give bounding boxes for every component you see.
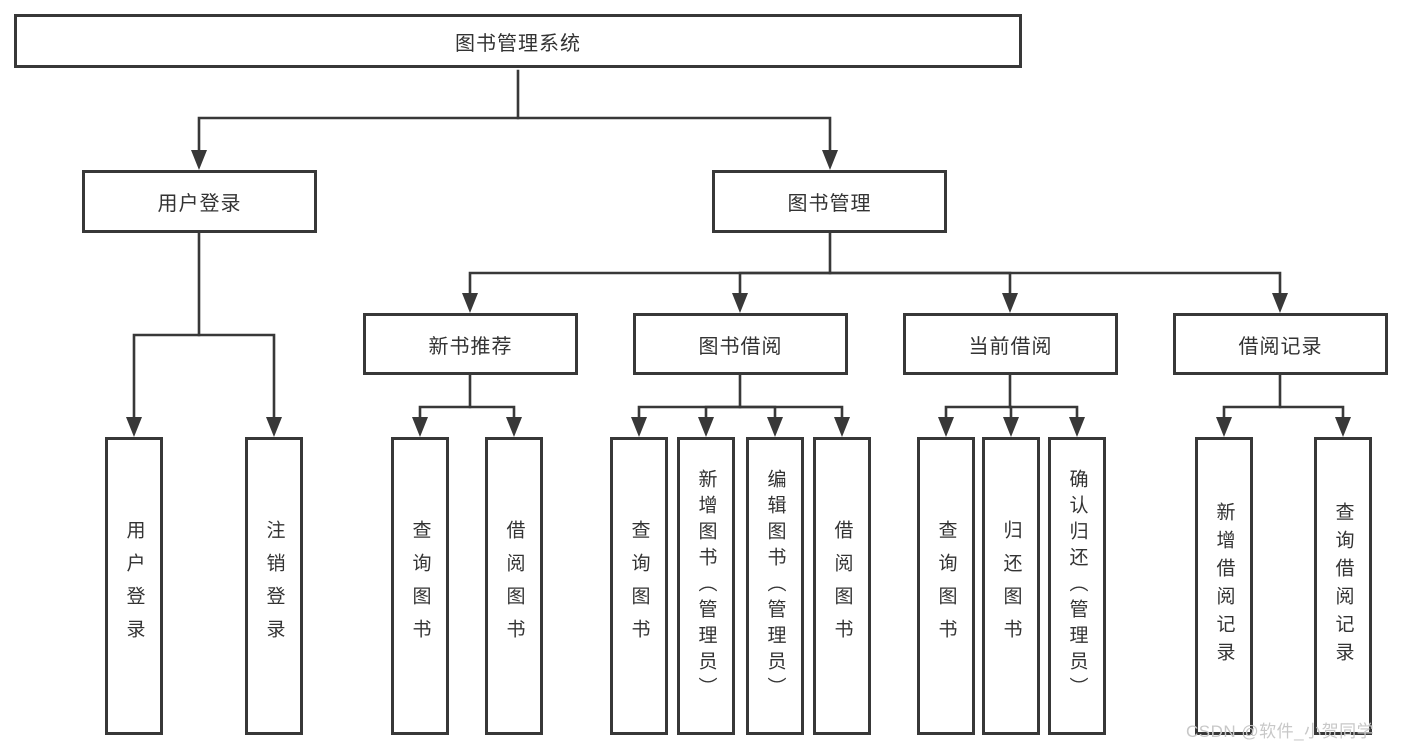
- node-label: 查询图书: [628, 520, 650, 652]
- node-book-management: 图书管理: [712, 170, 947, 233]
- node-label: 借阅记录: [1238, 335, 1323, 358]
- edge-mgmt-to-current-borrow: [828, 271, 1018, 313]
- leaf-borrow-book-2: 借阅图书: [813, 437, 871, 735]
- node-label: 编辑图书（管理员）: [764, 469, 786, 703]
- node-label: 新增图书（管理员）: [695, 469, 717, 703]
- edge-userlogin-to-logout: [197, 333, 282, 437]
- node-label: 借阅图书: [831, 520, 853, 652]
- leaf-user-login: 用户登录: [105, 437, 163, 735]
- node-label: 确认归还（管理员）: [1066, 469, 1088, 703]
- node-label: 注销登录: [263, 520, 285, 652]
- leaf-query-book-3: 查询图书: [917, 437, 975, 735]
- node-new-book-recommend: 新书推荐: [363, 313, 578, 375]
- edge-root-to-user-login: [191, 69, 520, 170]
- leaf-confirm-return-admin: 确认归还（管理员）: [1048, 437, 1106, 735]
- edge-borrow-to-edit: [738, 405, 783, 437]
- edge-newbook-to-query: [412, 374, 472, 437]
- leaf-query-borrow-record: 查询借阅记录: [1314, 437, 1372, 735]
- node-label: 用户登录: [123, 520, 145, 652]
- edge-borrow-to-query: [631, 374, 742, 437]
- node-label: 查询借阅记录: [1332, 502, 1354, 670]
- node-current-borrowing: 当前借阅: [903, 313, 1118, 375]
- edge-records-to-query: [1278, 405, 1351, 437]
- edge-root-to-book-management: [516, 116, 838, 170]
- leaf-add-borrow-record: 新增借阅记录: [1195, 437, 1253, 735]
- node-label: 新增借阅记录: [1213, 502, 1235, 670]
- node-library-management-system: 图书管理系统: [14, 14, 1022, 68]
- edge-records-to-add: [1216, 374, 1282, 437]
- leaf-return-book: 归还图书: [982, 437, 1040, 735]
- edge-borrow-to-borrowbook: [738, 405, 850, 437]
- node-label: 图书借阅: [698, 335, 783, 358]
- leaf-add-book-admin: 新增图书（管理员）: [677, 437, 735, 735]
- node-label: 当前借阅: [968, 335, 1053, 358]
- node-label: 归还图书: [1000, 520, 1022, 652]
- node-label: 图书管理系统: [455, 32, 581, 55]
- leaf-query-book-1: 查询图书: [391, 437, 449, 735]
- edge-mgmt-to-book-borrow: [732, 271, 832, 313]
- node-label: 查询图书: [409, 520, 431, 652]
- edge-borrow-to-add: [698, 405, 742, 437]
- node-label: 用户登录: [157, 193, 242, 215]
- edge-current-to-query: [938, 374, 1012, 437]
- node-label: 图书管理: [787, 193, 872, 215]
- node-label: 新书推荐: [428, 335, 513, 358]
- edge-current-to-return: [1003, 405, 1019, 437]
- node-user-login: 用户登录: [82, 170, 317, 233]
- edge-mgmt-to-new-book: [462, 231, 832, 313]
- node-borrowing-records: 借阅记录: [1173, 313, 1388, 375]
- node-label: 借阅图书: [503, 520, 525, 652]
- leaf-query-book-2: 查询图书: [610, 437, 668, 735]
- edge-current-to-confirm: [1008, 405, 1085, 437]
- edge-userlogin-to-login: [126, 231, 201, 437]
- leaf-borrow-book-1: 借阅图书: [485, 437, 543, 735]
- leaf-logout: 注销登录: [245, 437, 303, 735]
- csdn-watermark: CSDN @软件_小贺同学: [1186, 722, 1375, 741]
- node-label: 查询图书: [935, 520, 957, 652]
- edge-newbook-to-borrow: [468, 405, 522, 437]
- node-book-borrowing: 图书借阅: [633, 313, 848, 375]
- edge-mgmt-to-borrow-records: [828, 271, 1288, 313]
- leaf-edit-book-admin: 编辑图书（管理员）: [746, 437, 804, 735]
